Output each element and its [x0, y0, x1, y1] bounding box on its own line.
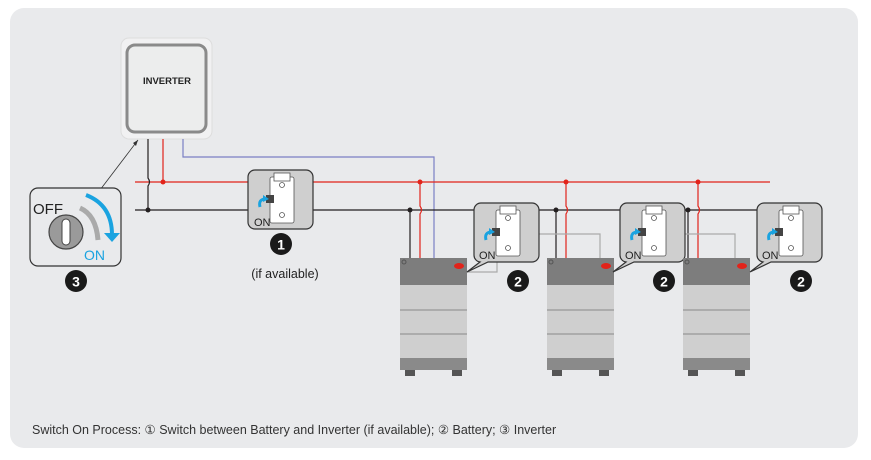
switch-1-breaker[interactable]: ON — [247, 169, 314, 230]
on-label: ON — [625, 250, 642, 262]
on-label: ON — [254, 217, 271, 229]
inverter-label: INVERTER — [143, 76, 191, 87]
step-badge-2 — [507, 270, 529, 292]
step-number: 2 — [660, 274, 668, 290]
battery-2 — [547, 258, 614, 376]
battery-3 — [683, 258, 750, 376]
inverter: INVERTER — [120, 37, 213, 140]
step-number: 2 — [797, 274, 805, 290]
brand-logo — [737, 263, 747, 269]
step-number: 3 — [72, 274, 80, 290]
step-badge-3 — [65, 270, 87, 292]
brand-logo — [601, 263, 611, 269]
battery-breaker-3[interactable]: ON — [749, 202, 823, 273]
step-number: 1 — [277, 237, 285, 253]
brand-logo — [454, 263, 464, 269]
step-badge-1 — [270, 233, 292, 255]
battery-breaker-2[interactable]: ON — [612, 202, 686, 273]
inverter-key-switch[interactable]: OFF ON — [29, 139, 139, 267]
communication-wire — [182, 139, 435, 258]
junction-dots — [145, 179, 701, 213]
step-number: 2 — [514, 274, 522, 290]
battery-breaker-1[interactable]: ON — [466, 202, 540, 273]
on-label: ON — [479, 250, 496, 262]
pointer-arrow — [99, 139, 139, 191]
off-label: OFF — [33, 201, 63, 218]
rotate-arrow-icon — [85, 193, 114, 236]
step-badge-2 — [790, 270, 812, 292]
battery-1 — [400, 258, 467, 376]
on-label: ON — [84, 247, 105, 263]
on-label: ON — [762, 250, 779, 262]
if-available-note: (if available) — [251, 267, 318, 281]
wiring — [135, 139, 822, 273]
step-badge-2 — [653, 270, 675, 292]
caption: Switch On Process: ① Switch between Batt… — [32, 423, 556, 437]
